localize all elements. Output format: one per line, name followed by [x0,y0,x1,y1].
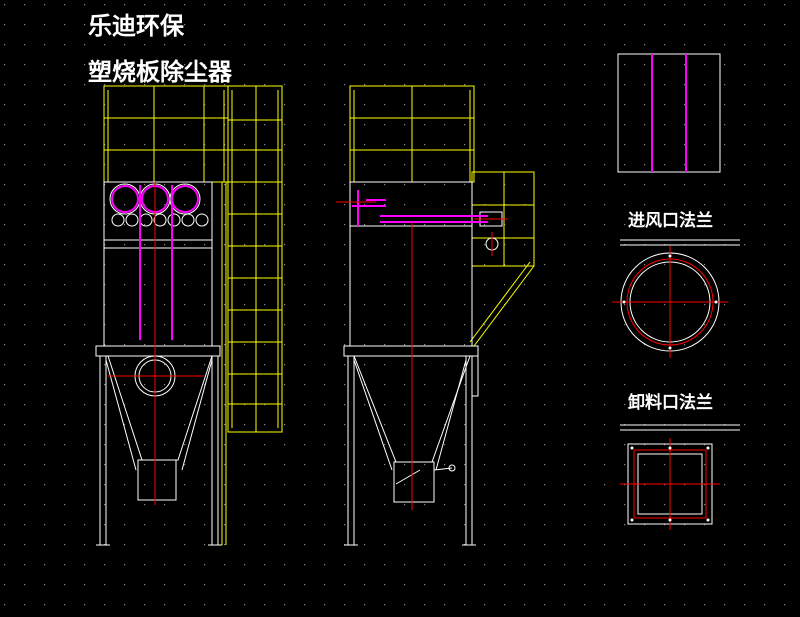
front-side-ladder [221,85,283,545]
side-center-lines [336,201,508,510]
product-title: 塑烧板除尘器 [88,58,232,86]
discharge-flange-label: 卸料口法兰 [628,393,713,413]
discharge-flange-drawing [620,424,740,530]
inlet-flange-drawing [612,239,740,358]
side-pipes [352,190,488,226]
side-view [336,85,535,546]
side-body [343,181,503,546]
front-body [95,181,222,546]
inlet-flange-label: 进风口法兰 [628,211,713,231]
front-view [95,85,283,546]
front-center-lines [108,182,204,505]
side-top-railing [349,85,475,183]
inlet-duct-view [617,53,721,173]
side-stair-platform [469,171,535,347]
company-title: 乐迪环保 [88,12,184,40]
